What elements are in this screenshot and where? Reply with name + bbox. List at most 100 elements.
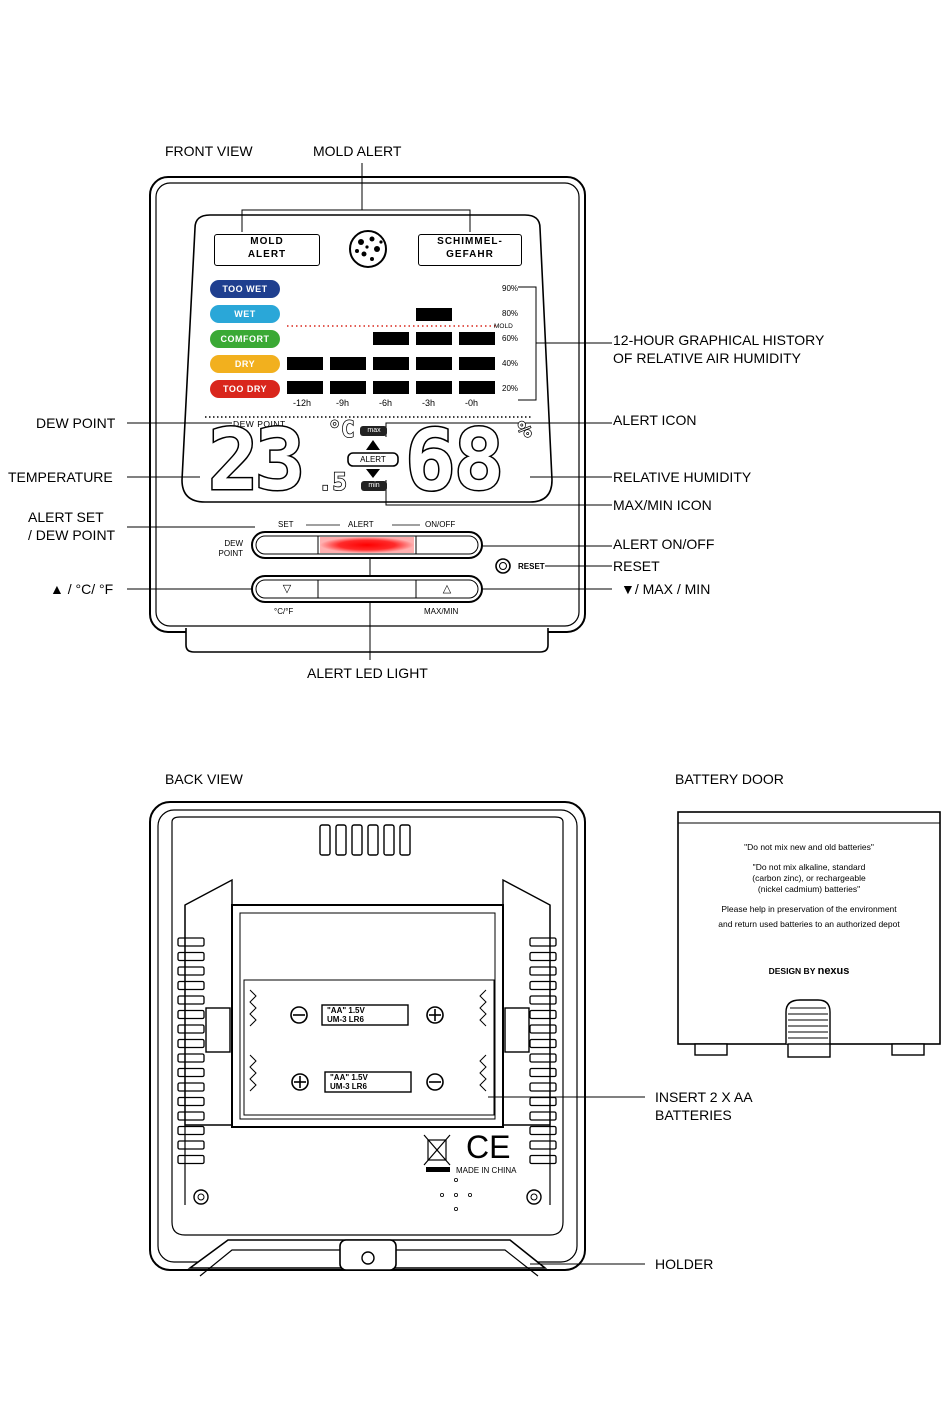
insert-batteries-callout-line2: BATTERIES [655, 1107, 732, 1123]
schimmel-box: SCHIMMEL- GEFAHR [418, 234, 522, 266]
alert-icon: ALERT [360, 455, 386, 464]
history-bar [330, 357, 366, 370]
level-chip-too-dry: TOO DRY [210, 380, 280, 398]
history-bar [416, 308, 452, 321]
dew-point-side-label: DEW POINT [213, 539, 243, 559]
history-bar [373, 357, 409, 370]
insert-batteries-callout-line1: INSERT 2 X AA [655, 1089, 753, 1105]
alert-set-callout-line1: ALERT SET [28, 509, 104, 525]
min-icon: min [368, 482, 380, 489]
set-button[interactable] [256, 536, 318, 554]
history-bar [287, 381, 323, 394]
relative-humidity-callout: RELATIVE HUMIDITY [613, 469, 752, 485]
level-chip-too-wet: TOO WET [210, 280, 280, 298]
history-bar [287, 357, 323, 370]
mold-alert-callout: MOLD ALERT [313, 143, 402, 159]
level-chip-dry: DRY [210, 355, 280, 373]
time-label: -12h [293, 398, 312, 408]
battery-2-label: "AA" 1.5V UM-3 LR6 [330, 1073, 368, 1091]
history-bar [373, 332, 409, 345]
level-pct-label: 90% [502, 284, 519, 293]
door-text-line6: and return used batteries to an authoriz… [718, 919, 900, 929]
level-chip-comfort: COMFORT [210, 330, 280, 348]
max-icon: max [367, 427, 381, 434]
schimmel-box-line2: GEFAHR [446, 249, 494, 260]
down-max-min-button[interactable]: △ [442, 583, 452, 595]
time-label: -3h [422, 398, 436, 408]
max-min-label: MAX/MIN [424, 607, 459, 616]
down-max-min-callout: ▼/ MAX / MIN [621, 581, 711, 597]
level-pct-label: 20% [502, 384, 519, 393]
mold-alert-box-line1: MOLD [250, 236, 284, 247]
temperature-unit: °C [327, 418, 355, 443]
dew-point-side-line2: POINT [218, 549, 243, 558]
dew-point-side-line1: DEW [224, 539, 243, 548]
temperature-decimal: .5 [317, 468, 348, 496]
history-bar [373, 381, 409, 394]
level-pct-label: 60% [502, 334, 519, 343]
alert-on-off-callout: ALERT ON/OFF [613, 536, 715, 552]
made-in-china: MADE IN CHINA [456, 1166, 517, 1175]
history-bar [459, 381, 495, 394]
set-label: SET [278, 520, 294, 529]
time-label: -9h [336, 398, 350, 408]
front-view-title: FRONT VIEW [165, 143, 253, 159]
level-chip-wet: WET [210, 305, 280, 323]
history-bar [459, 332, 495, 345]
history-bar [459, 357, 495, 370]
time-label: -6h [379, 398, 393, 408]
door-text-line1: "Do not mix new and old batteries" [744, 842, 874, 852]
back-view-drawing [149, 801, 941, 1277]
dew-point-lcd-label: DEW POINT [233, 419, 286, 429]
door-text-line3: (carbon zinc), or rechargeable [752, 873, 866, 883]
temperature-reading: 23 [206, 411, 306, 509]
reset-callout: RESET [613, 558, 660, 574]
battery-1-label-line2: UM-3 LR6 [327, 1015, 364, 1024]
door-text-line5: Please help in preservation of the envir… [721, 904, 897, 914]
history-bar [330, 381, 366, 394]
on-off-button[interactable] [416, 536, 478, 554]
history-bar [416, 381, 452, 394]
battery-1-label: "AA" 1.5V UM-3 LR6 [327, 1006, 365, 1024]
reset-label: RESET [518, 562, 545, 571]
cf-label: °C/°F [274, 607, 294, 616]
temperature-callout: TEMPERATURE [8, 469, 113, 485]
history-bar [416, 332, 452, 345]
on-off-label: ON/OFF [425, 520, 456, 529]
history-bar [416, 357, 452, 370]
history-callout-line2: OF RELATIVE AIR HUMIDITY [613, 350, 801, 366]
battery-1-label-line1: "AA" 1.5V [327, 1006, 365, 1015]
alert-led-light [320, 537, 414, 553]
level-pct-label: 40% [502, 359, 519, 368]
design-by: DESIGN BY nexus [678, 966, 940, 977]
holder-callout: HOLDER [655, 1256, 714, 1272]
up-cf-button[interactable]: ▽ [282, 583, 292, 595]
door-text-line2: "Do not mix alkaline, standard [752, 862, 866, 872]
up-cf-callout: ▲ / °C/ °F [50, 581, 114, 597]
recycle-bin-icon [423, 1134, 451, 1166]
ce-mark: CE [466, 1129, 511, 1165]
back-view-title: BACK VIEW [165, 771, 243, 787]
design-by-label: DESIGN BY [768, 966, 816, 976]
alert-label: ALERT [348, 520, 374, 529]
alert-icon-callout: ALERT ICON [613, 412, 697, 428]
door-text-line4: (nickel cadmium) batteries" [757, 884, 861, 894]
humidity-unit: % [517, 418, 532, 443]
humidity-reading: 68 [403, 411, 505, 509]
brand-logo: nexus [817, 965, 850, 977]
max-min-icon-callout: MAX/MIN ICON [613, 497, 712, 513]
battery-door-title: BATTERY DOOR [675, 771, 784, 787]
reset-button[interactable] [495, 558, 511, 574]
battery-2-label-line2: UM-3 LR6 [330, 1082, 367, 1091]
time-label: -0h [465, 398, 479, 408]
alert-led-callout: ALERT LED LIGHT [307, 665, 428, 681]
battery-2-label-line1: "AA" 1.5V [330, 1073, 368, 1082]
dew-point-callout: DEW POINT [36, 415, 116, 431]
mold-spot-icon [349, 230, 387, 268]
mold-alert-box: MOLD ALERT [214, 234, 320, 266]
history-callout-line1: 12-HOUR GRAPHICAL HISTORY [613, 332, 825, 348]
level-pct-label: 80% [502, 309, 519, 318]
schimmel-box-line1: SCHIMMEL- [437, 236, 503, 247]
mold-alert-box-line2: ALERT [247, 249, 287, 260]
